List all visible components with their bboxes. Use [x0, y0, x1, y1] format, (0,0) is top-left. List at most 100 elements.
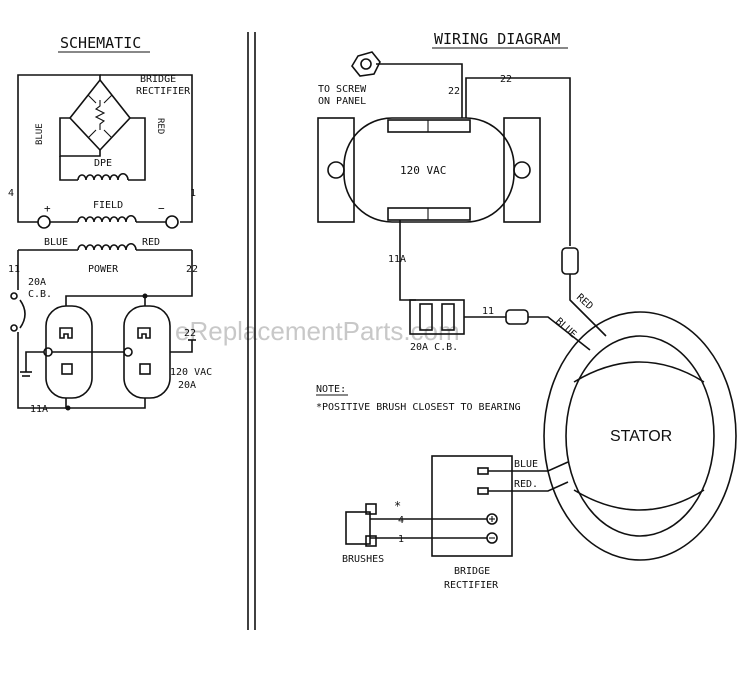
receptacle-left-terminal — [61, 363, 73, 375]
wire-11a-receptacle — [65, 398, 146, 409]
bridge-terminal-blue — [477, 467, 489, 475]
schematic-wire-11: 11 — [8, 264, 20, 275]
wire-22-to-receptacle — [65, 250, 193, 306]
wiring-stator-label: STATOR — [610, 428, 672, 445]
schematic-wire-22-lower: 22 — [184, 328, 196, 339]
wire-22-lower — [170, 340, 193, 353]
wiring-bridge-label-2: RECTIFIER — [444, 580, 499, 591]
wiring-note-text: *POSITIVE BRUSH CLOSEST TO BEARING — [316, 402, 521, 413]
wiring-to-screw-1: TO SCREW — [318, 84, 367, 95]
schematic-field-label: FIELD — [93, 200, 123, 211]
bridge-rectifier-box — [431, 455, 513, 557]
wiring-to-screw-2: ON PANEL — [318, 96, 366, 107]
wire-red-lead — [488, 481, 569, 492]
wire-4-loop — [17, 74, 101, 223]
watermark: eReplacementParts.com — [175, 316, 460, 346]
stator-outer — [543, 311, 737, 561]
wiring-blue: BLUE — [553, 316, 578, 340]
breaker-contact-top — [10, 292, 18, 300]
wiring-wire-4: 4 — [398, 515, 404, 526]
wire-red-to-stator — [569, 274, 607, 337]
receptacle-right — [123, 305, 171, 399]
wire-dpe-right — [128, 150, 146, 181]
screw-hole — [360, 58, 372, 70]
power-coil — [77, 242, 137, 251]
wire-11a — [17, 332, 68, 409]
wire-red-bridge — [130, 117, 146, 150]
wiring-wire-11: 11 — [482, 306, 494, 317]
diode-2 — [103, 94, 113, 104]
breaker-terminal-left — [419, 303, 433, 331]
stator-inner — [565, 335, 715, 537]
schematic-breaker-label-2: C.B. — [28, 289, 52, 300]
wiring-panel: WIRING DIAGRAM TO SCREW ON PANEL 22 22 1… — [316, 30, 737, 591]
wiring-wire-22-a: 22 — [448, 86, 460, 97]
wire-blue-lead — [488, 461, 569, 472]
red-connector — [561, 247, 579, 275]
brush-negative — [365, 535, 377, 547]
receptacle-flange-left — [317, 117, 355, 223]
schematic-receptacle-label-2: 20A — [178, 380, 196, 391]
bridge-resistor — [94, 100, 106, 130]
schematic-panel: SCHEMATIC BRIDGE RECTIFIER BLUE RED DPE … — [8, 34, 212, 415]
schematic-title: SCHEMATIC — [60, 34, 141, 52]
wire-1-loop — [100, 74, 193, 223]
flange-hole-left — [327, 161, 345, 179]
receptacle-right-slot — [137, 327, 151, 339]
junction-22 — [142, 293, 148, 299]
wire-dpe-left — [59, 156, 78, 181]
schematic-power-red: RED — [142, 237, 160, 248]
schematic-bridge-rectifier — [68, 78, 132, 152]
diode-1 — [87, 94, 97, 104]
brush-holder — [345, 511, 371, 545]
wiring-asterisk: * — [394, 499, 401, 513]
wiring-breaker-label: 20A C.B. — [410, 342, 458, 353]
schematic-blue-label: BLUE — [35, 123, 45, 145]
wire-22-screw — [376, 63, 463, 118]
receptacle-left-slot — [59, 327, 73, 339]
wiring-note-title: NOTE: — [316, 384, 346, 395]
flange-hole-right — [513, 161, 531, 179]
schematic-power-blue: BLUE — [44, 237, 68, 248]
receptacle-top-terminals — [387, 119, 471, 133]
wiring-wire-11a: 11A — [388, 254, 406, 265]
ground-wire — [25, 351, 44, 372]
schematic-wire-1: 1 — [190, 188, 196, 199]
wiring-wire-22-b: 22 — [500, 74, 512, 85]
wiring-blue-lead: BLUE — [514, 459, 538, 470]
bridge-terminal-red — [477, 487, 489, 495]
schematic-wire-4: 4 — [8, 188, 14, 199]
breaker-contact-bottom — [10, 324, 18, 332]
field-coil — [77, 214, 137, 223]
dpe-coil — [77, 172, 129, 181]
wire-blue-to-stator — [528, 316, 591, 351]
receptacle-bottom-terminals — [387, 207, 471, 221]
junction-11a — [65, 405, 71, 411]
schematic-bridge-label-2: RECTIFIER — [136, 86, 191, 97]
wiring-receptacle-label: 120 VAC — [400, 164, 446, 177]
schematic-power-label: POWER — [88, 264, 119, 275]
wiring-brushes-label: BRUSHES — [342, 554, 384, 565]
wiring-red: RED — [574, 292, 595, 312]
wire-22-to-stator — [465, 77, 571, 246]
schematic-breaker-label-1: 20A — [28, 277, 46, 288]
wiring-bridge-label-1: BRIDGE — [454, 566, 490, 577]
blue-connector — [505, 309, 529, 325]
schematic-minus: − — [158, 202, 165, 215]
schematic-plus: + — [44, 202, 51, 215]
screw-nut — [351, 51, 381, 77]
wiring-wire-1: 1 — [398, 534, 404, 545]
stator-winding-top — [573, 361, 705, 383]
field-brush-positive — [37, 215, 51, 229]
breaker-terminal-right — [441, 303, 455, 331]
breaker-arc — [19, 299, 26, 329]
field-brush-negative — [165, 215, 179, 229]
wiring-red-lead: RED. — [514, 479, 538, 490]
wire-blue-bridge — [59, 117, 101, 157]
receptacle-right-terminal — [139, 363, 151, 375]
schematic-wire-11a: 11A — [30, 404, 48, 415]
diode-4 — [103, 129, 113, 139]
ground-right — [123, 347, 133, 357]
schematic-red-label: RED — [155, 118, 165, 134]
